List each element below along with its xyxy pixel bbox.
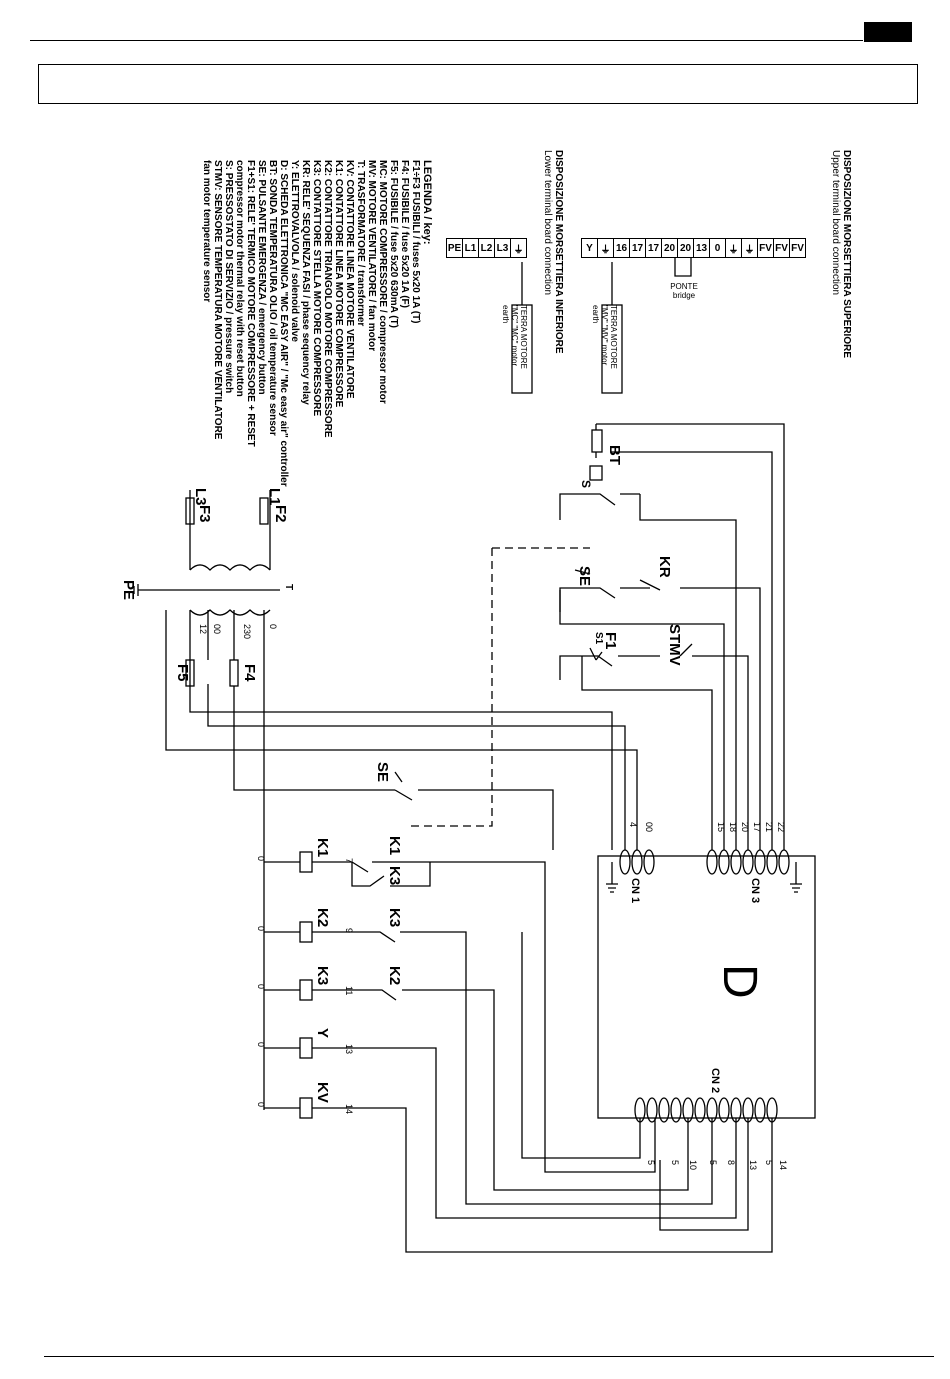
wire-number: 20 bbox=[740, 822, 750, 832]
coil-k1 bbox=[299, 851, 313, 873]
label-cn2: CN 2 bbox=[709, 1068, 721, 1093]
coil-y bbox=[299, 1037, 313, 1059]
label-k1-contact: K1 bbox=[386, 836, 403, 855]
wire-number: 14 bbox=[344, 1104, 354, 1114]
header-rule bbox=[30, 40, 863, 41]
label-s: S bbox=[579, 480, 593, 488]
wire-number: 5 bbox=[646, 1160, 656, 1165]
label-l1: L1 bbox=[266, 488, 283, 506]
wire-number: 5 bbox=[708, 1160, 718, 1165]
label-controller-d: D bbox=[713, 964, 766, 999]
label-f3: F3 bbox=[196, 505, 213, 523]
coil-k2 bbox=[299, 921, 313, 943]
label-l3: L3 bbox=[192, 488, 209, 506]
fuse-f4 bbox=[229, 659, 239, 687]
wire-number: 0 bbox=[256, 1042, 266, 1047]
wire-number: 4 bbox=[628, 822, 638, 827]
label-cn1: CN 1 bbox=[629, 878, 641, 903]
coil-kv bbox=[299, 1097, 313, 1119]
label-k1-coil: K1 bbox=[314, 838, 331, 857]
wire-number: 0 bbox=[256, 926, 266, 931]
wire-number: 13 bbox=[344, 1044, 354, 1054]
fuse-f3 bbox=[185, 497, 195, 525]
terminal-cell: FV bbox=[789, 238, 806, 258]
wire-number: 5 bbox=[764, 1160, 774, 1165]
label-f1: F1 bbox=[602, 632, 619, 650]
wire-number: 11 bbox=[344, 986, 354, 995]
label-k2-contact: K2 bbox=[386, 966, 403, 985]
label-k3-contact: K3 bbox=[386, 866, 403, 885]
wire-number: 10 bbox=[688, 1160, 698, 1170]
wire-number: 12 bbox=[198, 624, 208, 634]
wire-number: 22 bbox=[776, 822, 786, 832]
label-t: T bbox=[283, 584, 294, 590]
label-cn3: CN 3 bbox=[749, 878, 761, 903]
wire-number: 13 bbox=[748, 1160, 758, 1170]
fuse-f5 bbox=[185, 659, 195, 687]
wire-number: 0 bbox=[256, 856, 266, 861]
label-kr: KR bbox=[656, 556, 673, 578]
label-se: SE bbox=[374, 762, 391, 782]
label-kv-coil: KV bbox=[314, 1082, 331, 1103]
wire-number: 17 bbox=[752, 822, 762, 832]
label-se2: SE bbox=[576, 566, 593, 586]
pressure-switch-s bbox=[589, 465, 603, 481]
footer-rule bbox=[44, 1356, 934, 1357]
label-stmv: STMV bbox=[666, 624, 683, 666]
wire-number: 0 bbox=[256, 984, 266, 989]
wire-number: 7 bbox=[344, 858, 354, 863]
wire-number: 5 bbox=[670, 1160, 680, 1165]
wire-number: 9 bbox=[344, 928, 354, 933]
wire-number: 14 bbox=[778, 1160, 788, 1170]
label-k3-coil: K3 bbox=[314, 966, 331, 985]
label-f4: F4 bbox=[241, 664, 258, 682]
label-f2: F2 bbox=[272, 505, 289, 523]
wire-number: 21 bbox=[764, 822, 774, 832]
label-bt: BT bbox=[606, 445, 623, 465]
label-s1: S1 bbox=[593, 632, 604, 645]
label-k3-contact-2: K3 bbox=[386, 908, 403, 927]
controller-d-box bbox=[597, 855, 816, 1119]
terminal-cell: ⏚ bbox=[510, 238, 527, 258]
wire-number: 230 bbox=[242, 624, 252, 639]
label-y-coil: Y bbox=[314, 1028, 331, 1038]
page-number-tab bbox=[864, 22, 912, 42]
wire-number: 0 bbox=[256, 1102, 266, 1107]
label-k2-coil: K2 bbox=[314, 908, 331, 927]
wire-number: 18 bbox=[728, 822, 738, 832]
lower-earth-box bbox=[511, 304, 533, 394]
wire-number: 00 bbox=[644, 822, 654, 832]
title-frame bbox=[38, 64, 918, 104]
cn1-pins bbox=[619, 849, 655, 875]
coil-k3 bbox=[299, 979, 313, 1001]
upper-earth-box bbox=[601, 304, 623, 394]
cn3-pins bbox=[706, 849, 790, 875]
label-f5: F5 bbox=[174, 664, 191, 682]
fuse-f2 bbox=[259, 497, 269, 525]
bt-sensor bbox=[591, 429, 603, 453]
wire-number: 0 bbox=[268, 624, 278, 629]
wire-number: 00 bbox=[212, 624, 222, 634]
wire-number: 8 bbox=[726, 1160, 736, 1165]
wire-number: 15 bbox=[716, 822, 726, 832]
label-pe: PE bbox=[120, 580, 137, 600]
bridge-label: PONTE bridge bbox=[670, 282, 698, 300]
